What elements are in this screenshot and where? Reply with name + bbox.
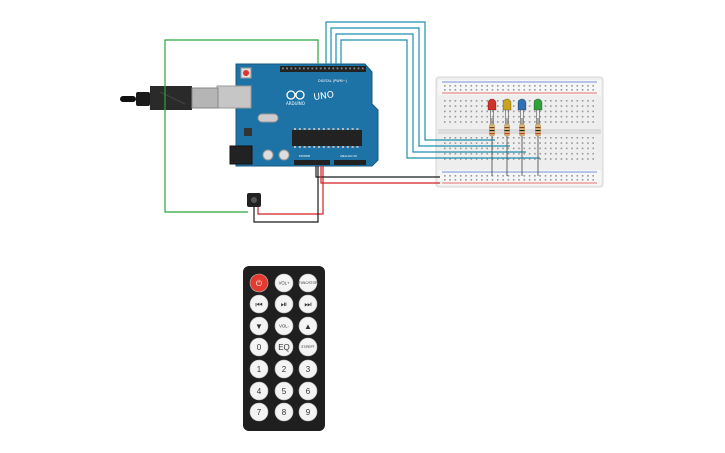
arduino-uno-board[interactable]: DIGITAL (PWM~) ARDUINO UNO POWER ANALOG … <box>216 63 379 167</box>
usb-cable[interactable] <box>120 86 219 110</box>
remote-button-six[interactable]: 6 <box>298 381 318 401</box>
remote-button-vol-plus[interactable]: VOL+ <box>274 273 294 293</box>
remote-button-two[interactable]: 2 <box>274 359 294 379</box>
remote-button-five[interactable]: 5 <box>274 381 294 401</box>
digital-header-label: DIGITAL (PWM~) <box>318 79 348 83</box>
analog-header <box>334 160 366 165</box>
remote-button-label: VOL+ <box>279 281 290 286</box>
remote-button-one[interactable]: 1 <box>249 359 269 379</box>
resistor-blue[interactable] <box>519 118 525 176</box>
arduino-brand-label: ARDUINO <box>286 101 305 106</box>
arduino-model-label: UNO <box>313 90 335 103</box>
wires[interactable] <box>164 21 540 223</box>
led-signal-wire-3[interactable] <box>335 33 526 153</box>
remote-button-eq[interactable]: EQ <box>274 337 294 357</box>
ir-remote[interactable]: ⏻ VOL+ FUNC/STOP ⏮ ⏯ ⏭ ▼ VOL- ▲ 0 EQ ST/REPT 1 2 3 4 5 6 7… <box>243 266 325 431</box>
ir-ground-wire[interactable] <box>253 166 319 223</box>
remote-button-st-rept[interactable]: ST/REPT <box>298 337 318 357</box>
remote-button-four[interactable]: 4 <box>249 381 269 401</box>
remote-button-label: 9 <box>306 408 311 417</box>
remote-button-label: FUNC/STOP <box>299 281 317 285</box>
remote-button-func-stop[interactable]: FUNC/STOP <box>298 273 318 293</box>
digital-header <box>280 66 366 72</box>
ir-receiver[interactable] <box>247 193 261 207</box>
led-group[interactable] <box>487 98 543 176</box>
remote-button-power[interactable]: ⏻ <box>249 273 269 293</box>
remote-button-label: 2 <box>282 365 287 374</box>
resistor-red[interactable] <box>489 118 495 176</box>
ir-signal-wire[interactable] <box>164 39 319 213</box>
remote-button-label: 3 <box>306 365 311 374</box>
remote-button-label: 8 <box>282 408 287 417</box>
remote-button-label: 4 <box>257 387 262 396</box>
power-label: POWER <box>299 154 310 158</box>
analog-label: ANALOG IN <box>340 154 357 158</box>
remote-button-label: 0 <box>257 343 262 352</box>
regulator <box>244 128 252 136</box>
led-signal-wire-4[interactable] <box>340 39 540 159</box>
remote-button-label: VOL- <box>279 324 289 329</box>
remote-button-label: ⏭ <box>304 300 311 309</box>
remote-button-label: ▼ <box>255 322 263 331</box>
remote-button-label: 6 <box>306 387 311 396</box>
atmega-chip <box>292 130 362 146</box>
usb-port <box>216 85 252 109</box>
remote-button-down[interactable]: ▼ <box>249 316 269 336</box>
capacitor-2 <box>278 149 290 161</box>
remote-button-seven[interactable]: 7 <box>249 402 269 422</box>
remote-button-label: 5 <box>282 387 287 396</box>
power-header <box>294 160 330 165</box>
crystal <box>257 113 279 123</box>
capacitor-1 <box>262 149 274 161</box>
remote-button-label: ▲ <box>304 322 312 331</box>
remote-button-up[interactable]: ▲ <box>298 316 318 336</box>
led-signal-wire-1[interactable] <box>325 21 495 141</box>
resistor-green[interactable] <box>535 118 541 176</box>
ground-to-breadboard-wire[interactable] <box>315 166 440 178</box>
arduino-logo-icon <box>286 90 305 100</box>
remote-button-label: EQ <box>278 343 290 352</box>
remote-button-nine[interactable]: 9 <box>298 402 318 422</box>
remote-button-label: ⏻ <box>256 279 263 288</box>
remote-button-label: ⏮ <box>255 300 262 309</box>
remote-button-label: 7 <box>257 408 262 417</box>
led-signal-wire-2[interactable] <box>330 27 510 147</box>
remote-button-three[interactable]: 3 <box>298 359 318 379</box>
ir-power-wire[interactable] <box>257 166 324 215</box>
power-jack <box>229 145 253 165</box>
remote-button-vol-minus[interactable]: VOL- <box>274 316 294 336</box>
remote-button-play[interactable]: ⏯ <box>274 294 294 314</box>
resistor-yellow[interactable] <box>504 118 510 176</box>
remote-button-zero[interactable]: 0 <box>249 337 269 357</box>
remote-button-next[interactable]: ⏭ <box>298 294 318 314</box>
remote-button-label: ⏯ <box>281 300 287 309</box>
power-to-breadboard-wire[interactable] <box>320 166 440 184</box>
remote-button-prev[interactable]: ⏮ <box>249 294 269 314</box>
remote-button-label: 1 <box>257 365 262 374</box>
remote-button-eight[interactable]: 8 <box>274 402 294 422</box>
remote-button-label: ST/REPT <box>301 345 315 349</box>
